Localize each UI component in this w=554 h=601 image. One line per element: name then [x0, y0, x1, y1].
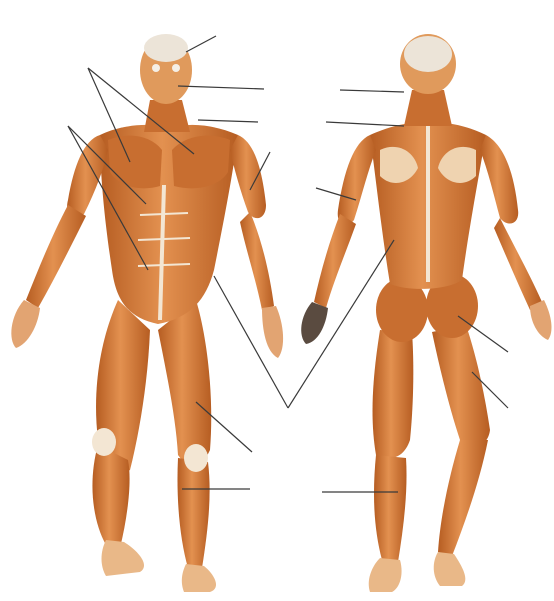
- leader-line-13: [340, 90, 404, 92]
- leader-line-14: [326, 122, 404, 126]
- front-right-knee: [184, 444, 208, 472]
- back-left-thigh: [373, 330, 414, 458]
- back-skull-cap: [404, 36, 452, 72]
- back-right-thigh: [432, 325, 490, 446]
- front-left-forearm: [26, 205, 86, 308]
- front-neck: [144, 100, 190, 132]
- front-right-calf: [177, 458, 209, 568]
- front-skull-cap: [144, 34, 188, 62]
- leader-line-1: [186, 36, 216, 52]
- back-left-hand: [301, 302, 328, 344]
- back-right-forearm: [494, 218, 542, 310]
- front-right-forearm: [240, 212, 274, 310]
- back-right-upper-arm: [480, 135, 518, 224]
- back-left-foot: [369, 558, 402, 592]
- back-right-foot: [434, 552, 466, 586]
- front-right-thigh: [158, 300, 211, 465]
- leader-line-2: [178, 86, 264, 89]
- front-left-eye: [152, 64, 160, 72]
- front-left-calf: [92, 445, 129, 548]
- front-left-knee: [92, 428, 116, 456]
- back-neck: [404, 90, 452, 126]
- back-figure: [301, 34, 551, 592]
- back-left-calf: [374, 455, 407, 562]
- front-left-hand: [11, 300, 40, 348]
- back-left-upper-arm: [338, 135, 376, 225]
- front-right-upper-arm: [230, 135, 266, 218]
- front-figure: [11, 34, 283, 592]
- front-right-hand: [262, 306, 283, 358]
- back-left-forearm: [314, 214, 356, 308]
- front-right-foot: [182, 564, 216, 592]
- leader-line-3: [198, 120, 258, 122]
- front-left-foot: [102, 540, 145, 576]
- back-right-hand: [530, 300, 551, 340]
- back-right-calf: [438, 440, 488, 556]
- front-right-eye: [172, 64, 180, 72]
